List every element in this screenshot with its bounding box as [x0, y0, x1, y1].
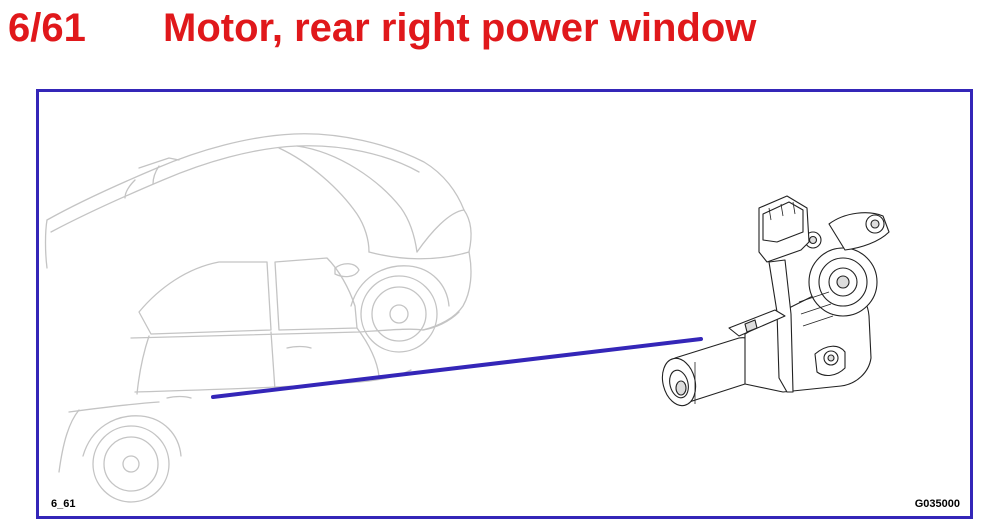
header: 6/61 Motor, rear right power window	[0, 0, 986, 60]
figure-diagram	[44, 133, 890, 503]
page-title: Motor, rear right power window	[163, 6, 757, 50]
leader-line	[211, 337, 703, 399]
figure-frame: 6_61 G035000	[36, 89, 973, 519]
section-number: 6/61	[8, 6, 86, 50]
car-illustration	[44, 133, 472, 503]
window-motor-illustration	[661, 195, 890, 407]
figure-ref-right: G035000	[914, 498, 960, 510]
figure-ref-left: 6_61	[51, 498, 76, 510]
